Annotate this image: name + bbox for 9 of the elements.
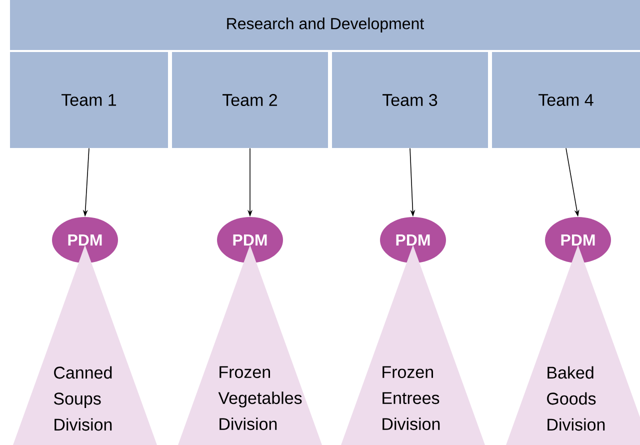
team-box: Team 2: [172, 52, 328, 148]
division-triangle: Baked Goods Division: [506, 245, 640, 445]
division-triangle: Frozen Entrees Division: [341, 245, 485, 445]
header-band: Research and Development: [10, 0, 640, 50]
team-box: Team 1: [10, 52, 168, 148]
division-triangle: Frozen Vegetables Division: [178, 245, 322, 445]
division-triangle: Canned Soups Division: [13, 245, 157, 445]
team-box: Team 4: [492, 52, 640, 148]
team-box: Team 3: [332, 52, 488, 148]
